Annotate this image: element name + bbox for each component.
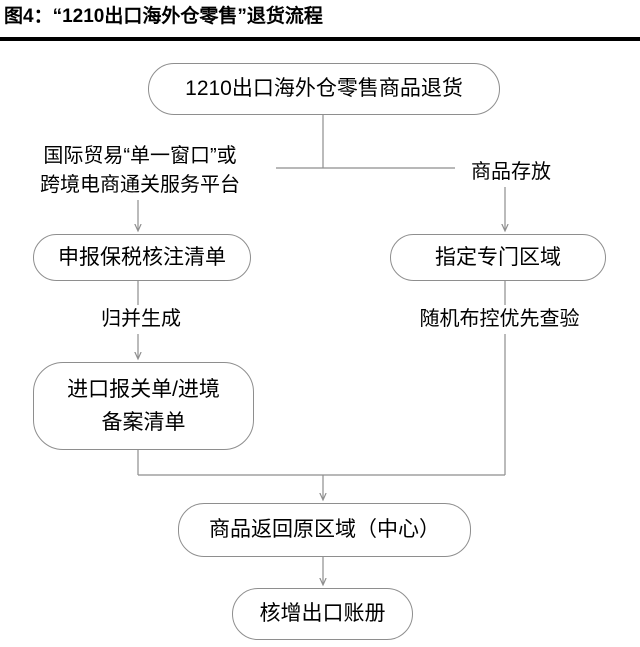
flow-node-designated-area: 指定专门区域: [390, 234, 606, 281]
edge-label-single-window: 国际贸易“单一窗口”或 跨境电商通关服务平台: [4, 142, 276, 200]
flow-node-declare-bonded-list: 申报保税核注清单: [33, 234, 251, 281]
edge-label-random-inspection: 随机布控优先查验: [395, 305, 604, 334]
edge-label-merge-generate: 归并生成: [88, 305, 194, 334]
flow-node-export-ledger: 核增出口账册: [232, 588, 413, 640]
edge-label-goods-storage: 商品存放: [455, 158, 567, 187]
flow-node-retail-return: 1210出口海外仓零售商品退货: [148, 63, 500, 115]
flow-node-import-declaration: 进口报关单/进境 备案清单: [33, 362, 254, 450]
title-divider: [0, 37, 640, 41]
page-title: 图4：“1210出口海外仓零售”退货流程: [4, 6, 323, 27]
figure-header: 图4：“1210出口海外仓零售”退货流程: [0, 0, 640, 42]
flow-node-goods-return-area: 商品返回原区域（中心）: [178, 503, 471, 557]
